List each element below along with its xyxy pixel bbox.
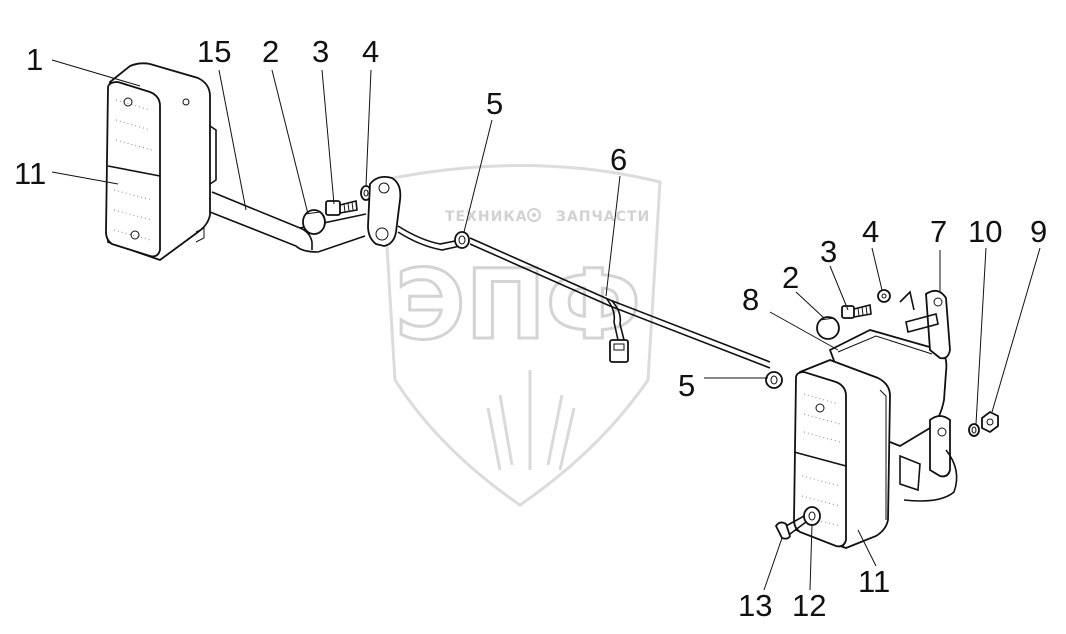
callout-3-right: 3 — [820, 234, 837, 269]
callout-4-left: 4 — [362, 34, 379, 69]
lock-washer — [968, 423, 980, 437]
hex-nut — [981, 410, 999, 434]
callout-7: 7 — [930, 214, 947, 249]
callout-11-right: 11 — [858, 564, 890, 599]
callout-4-right: 4 — [862, 214, 879, 249]
callout-labels: 1 15 2 3 4 11 5 6 2 3 4 7 10 9 8 5 13 12… — [14, 34, 1047, 623]
callout-12: 12 — [792, 588, 826, 623]
left-mounting-plate — [367, 175, 402, 247]
callout-5-upper: 5 — [486, 86, 503, 121]
upper-grommet — [454, 231, 470, 249]
left-cap-nut — [302, 209, 326, 235]
right-bolt — [841, 304, 872, 319]
lower-grommet — [765, 371, 783, 389]
callout-2-right: 2 — [782, 260, 799, 295]
callout-11-left: 11 — [14, 156, 46, 191]
right-tail-lamp — [793, 359, 958, 549]
screw-washer — [803, 506, 821, 526]
watermark-logo-letters: ЭПФ — [395, 249, 641, 361]
gear-icon — [527, 208, 541, 222]
left-lamp-bracket — [209, 191, 367, 253]
watermark-left-text: ТЕХНИКА — [445, 209, 528, 225]
wheat-emblem-icon — [486, 370, 576, 471]
callout-6: 6 — [610, 142, 627, 177]
callout-1: 1 — [26, 42, 43, 77]
callout-2-left: 2 — [262, 34, 279, 69]
callout-5-lower: 5 — [678, 368, 695, 403]
right-washer — [877, 289, 891, 303]
callout-3-left: 3 — [312, 34, 329, 69]
right-cap-nut — [816, 316, 840, 340]
callout-8: 8 — [742, 282, 759, 317]
wiring-harness — [397, 225, 771, 369]
left-bolt — [325, 200, 358, 216]
callout-9: 9 — [1030, 214, 1047, 249]
callout-15: 15 — [197, 34, 231, 69]
leader-lines — [51, 59, 1041, 591]
right-mounting-bracket — [899, 289, 951, 478]
wire-connector — [609, 339, 629, 363]
callout-13: 13 — [738, 588, 772, 623]
watermark: ТЕХНИКА ЗАПЧАСТИ ЭПФ — [381, 163, 662, 507]
callout-10: 10 — [968, 214, 1002, 249]
watermark-right-text: ЗАПЧАСТИ — [556, 209, 650, 225]
left-tail-lamp — [105, 62, 217, 262]
